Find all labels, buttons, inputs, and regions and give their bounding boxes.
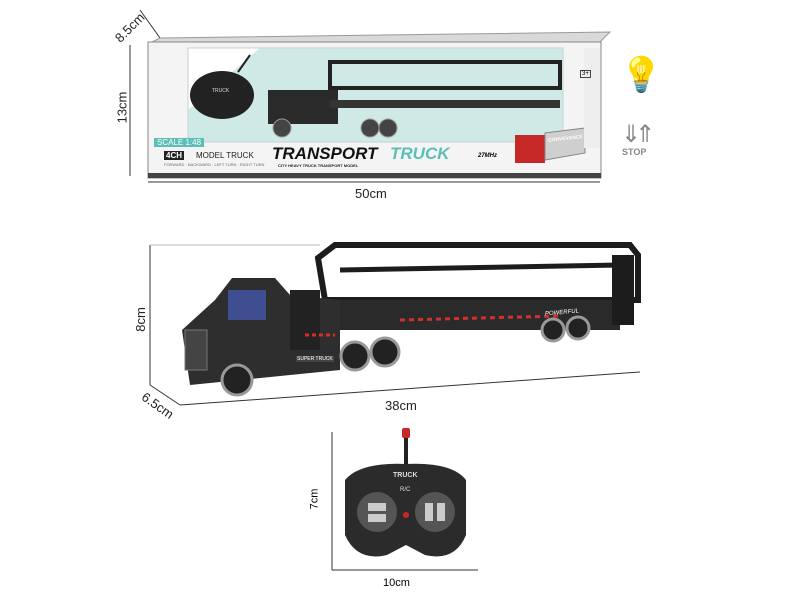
box-length-label: 50cm	[355, 186, 387, 201]
stop-label: STOP	[622, 147, 647, 157]
truck-height-label: 8cm	[132, 307, 148, 332]
title-transport: TRANSPORT	[272, 144, 378, 163]
wheel	[369, 336, 401, 368]
box-truck-trailer	[328, 60, 562, 90]
remote-width-label: 10cm	[383, 577, 410, 589]
box-height-label: 13cm	[114, 91, 130, 124]
light-bulb-icon: 💡	[620, 56, 663, 94]
box-truck-cab	[268, 90, 338, 124]
wheel	[540, 317, 566, 343]
box-red-truck	[515, 135, 545, 163]
wheel	[220, 363, 254, 397]
right-stick	[415, 492, 455, 532]
truck-length-line	[179, 371, 641, 406]
truck-length-label: 38cm	[385, 398, 417, 413]
trailer-frame	[314, 242, 641, 303]
remote-label: TRUCK	[393, 472, 418, 479]
left-stick	[357, 492, 397, 532]
truck-width-line	[149, 384, 181, 406]
wheel	[565, 315, 591, 341]
truck-window	[228, 290, 266, 320]
stop-arrows-icon: ⇓⇑	[621, 121, 655, 148]
title-truck: TRUCK	[390, 144, 450, 163]
wheel	[339, 340, 371, 372]
model-label: MODEL TRUCK	[196, 151, 254, 160]
trailer-rear	[612, 255, 634, 325]
cab-label: SUPER TRUCK	[296, 356, 334, 362]
box-remote-label: TRUCK	[212, 88, 230, 94]
channel-badge: 4CH	[164, 151, 185, 160]
scale-badge: SCALE 1:48	[154, 138, 205, 147]
age-badge: 3+	[580, 70, 591, 78]
box-remote	[190, 71, 254, 119]
remote-sublabel: R/C	[400, 487, 411, 493]
box-subtitle: CITY HEAVY TRUCK TRANSPORT MODEL	[278, 163, 359, 168]
box-depth-line	[139, 9, 161, 39]
remote-body	[345, 463, 466, 557]
remote-height-label: 7cm	[308, 488, 321, 510]
functions-label: FORWARD · BACKWARD · LEFT TURN · RIGHT T…	[164, 162, 265, 167]
frequency-label: 27MHz	[478, 153, 498, 159]
